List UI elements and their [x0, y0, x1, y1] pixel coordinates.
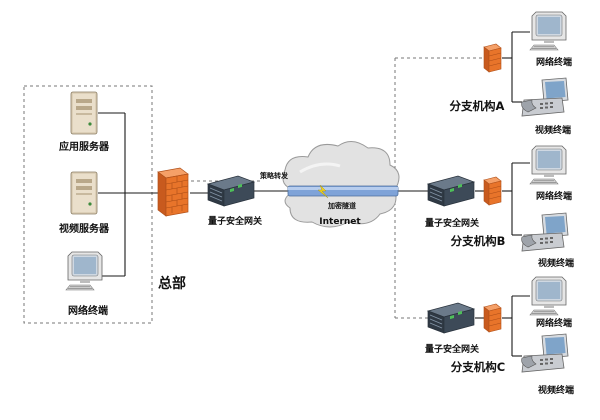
- branch-c-wiring: [475, 295, 530, 357]
- branch-b-terminal-label: 网络终端: [536, 190, 572, 202]
- internet-cloud: [282, 141, 400, 228]
- branch-c-gateway-label: 量子安全网关: [425, 343, 479, 355]
- branch-a-label: 分支机构A: [450, 99, 505, 113]
- hq-wiring: [98, 112, 160, 277]
- branch-c-terminal-icon: [529, 276, 567, 316]
- branch-a-video-label: 视频终端: [535, 124, 571, 136]
- branch-a-videophone-icon: [521, 77, 569, 117]
- branch-b-firewall-icon: [483, 176, 502, 206]
- branch-c-video-label: 视频终端: [538, 384, 574, 396]
- hq-terminal-label: 网络终端: [68, 304, 108, 317]
- hq-gateway-label: 量子安全网关: [208, 215, 262, 227]
- branch-dashed-trunk: [394, 57, 484, 319]
- branch-a-firewall-icon: [483, 43, 502, 73]
- encrypted-tunnel: [287, 184, 399, 199]
- video-server-label: 视频服务器: [59, 222, 110, 235]
- branch-b-terminal-icon: [529, 145, 567, 185]
- hq-firewall-icon: [157, 167, 189, 217]
- policy-forward-label: 策略转发: [259, 171, 289, 180]
- branch-b-video-label: 视频终端: [538, 257, 574, 269]
- encrypted-tunnel-label: 加密隧道: [327, 201, 356, 210]
- branch-b-gateway-label: 量子安全网关: [425, 217, 479, 229]
- branch-a-terminal-icon: [529, 11, 567, 51]
- branch-b-wiring: [502, 162, 530, 236]
- branch-c-label: 分支机构C: [451, 360, 505, 374]
- backbone-links: [190, 190, 484, 194]
- branch-c-firewall-icon: [483, 303, 502, 333]
- video-server-icon: [70, 171, 98, 215]
- app-server-label: 应用服务器: [59, 140, 110, 153]
- app-server-icon: [70, 91, 98, 135]
- hq-terminal-icon: [65, 251, 103, 291]
- branch-b-label: 分支机构B: [451, 234, 506, 248]
- lightning-icon: [317, 184, 329, 199]
- branch-c-videophone-icon: [521, 333, 569, 373]
- branch-a-wiring: [502, 31, 530, 103]
- internet-label: Internet: [319, 217, 361, 227]
- branch-c-gateway-icon: [427, 302, 475, 334]
- branch-c-terminal-label: 网络终端: [536, 317, 572, 329]
- branch-a-terminal-label: 网络终端: [536, 56, 572, 68]
- branch-b-gateway-icon: [427, 175, 475, 207]
- hq-gateway-icon: [207, 175, 255, 207]
- branch-b-videophone-icon: [521, 212, 569, 252]
- headquarters-boundary: [23, 85, 153, 324]
- headquarters-label: 总部: [158, 275, 186, 292]
